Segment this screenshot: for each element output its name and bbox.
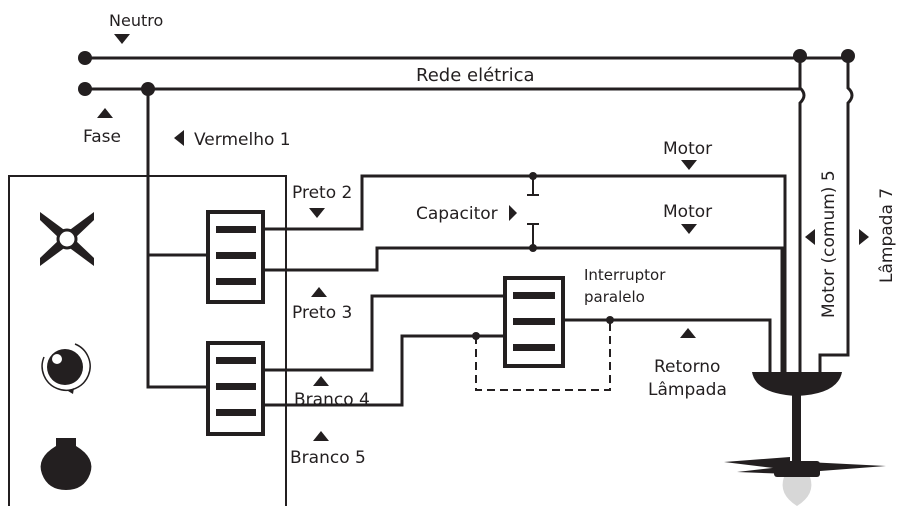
fan-icon bbox=[40, 212, 94, 266]
wire-preto-3 bbox=[263, 246, 784, 372]
label-vermelho-1: Vermelho 1 bbox=[194, 130, 291, 150]
label-paralelo: paralelo bbox=[584, 288, 645, 306]
label-fase: Fase bbox=[83, 127, 121, 147]
arrow-branco-4 bbox=[313, 376, 329, 386]
ceiling-fan-icon bbox=[724, 372, 886, 506]
wire-vermelho-1 bbox=[146, 89, 208, 389]
arrow-motor-mid bbox=[681, 224, 697, 234]
label-interruptor: Interruptor bbox=[584, 266, 666, 284]
label-retorno: Retorno bbox=[654, 357, 720, 377]
phase-terminal bbox=[78, 82, 92, 96]
arrow-vermelho bbox=[174, 130, 184, 146]
arrow-motor-comum bbox=[805, 229, 815, 245]
label-lampada-7: Lâmpada 7 bbox=[877, 188, 897, 283]
label-preto-3: Preto 3 bbox=[292, 303, 352, 323]
terminal-block-2 bbox=[206, 341, 265, 436]
label-lampada: Lâmpada bbox=[648, 380, 727, 400]
neutral-terminal bbox=[78, 51, 92, 65]
parallel-switch bbox=[503, 276, 565, 368]
arrow-preto-3 bbox=[311, 287, 327, 297]
wire-retorno-lampada bbox=[563, 318, 772, 372]
switch-dashed-link bbox=[475, 320, 611, 391]
direction-arrows bbox=[97, 34, 869, 441]
wire-preto-2 bbox=[263, 174, 787, 372]
label-capacitor: Capacitor bbox=[416, 204, 498, 224]
wire-motor-comum bbox=[798, 56, 806, 372]
wire-branco-4 bbox=[263, 294, 505, 372]
label-branco-5: Branco 5 bbox=[290, 448, 366, 468]
label-motor-comum: Motor (comum) 5 bbox=[819, 170, 839, 318]
label-motor-mid: Motor bbox=[663, 202, 712, 222]
label-neutro: Neutro bbox=[109, 11, 163, 30]
capacitor bbox=[527, 172, 539, 252]
dial-icon bbox=[41, 343, 91, 394]
bulb-icon bbox=[40, 438, 92, 490]
switch-junction-right bbox=[606, 316, 614, 324]
arrow-preto-2 bbox=[309, 208, 325, 218]
arrow-fase bbox=[97, 108, 113, 118]
wire-branco-5 bbox=[263, 334, 505, 407]
label-branco-4: Branco 4 bbox=[294, 390, 370, 410]
arrow-capacitor bbox=[509, 205, 517, 221]
label-preto-2: Preto 2 bbox=[292, 183, 352, 203]
label-rede-eletrica: Rede elétrica bbox=[416, 65, 535, 86]
arrow-branco-5 bbox=[313, 431, 329, 441]
label-motor-top: Motor bbox=[663, 139, 712, 159]
arrow-lampada-7 bbox=[859, 229, 869, 245]
wire-lampada-7 bbox=[818, 56, 854, 372]
arrow-motor-top bbox=[681, 160, 697, 170]
arrow-retorno bbox=[680, 328, 696, 338]
arrow-neutro bbox=[114, 34, 130, 44]
labels: Neutro Rede elétrica Fase Vermelho 1 Pre… bbox=[83, 11, 897, 468]
terminal-block-1 bbox=[206, 210, 265, 304]
